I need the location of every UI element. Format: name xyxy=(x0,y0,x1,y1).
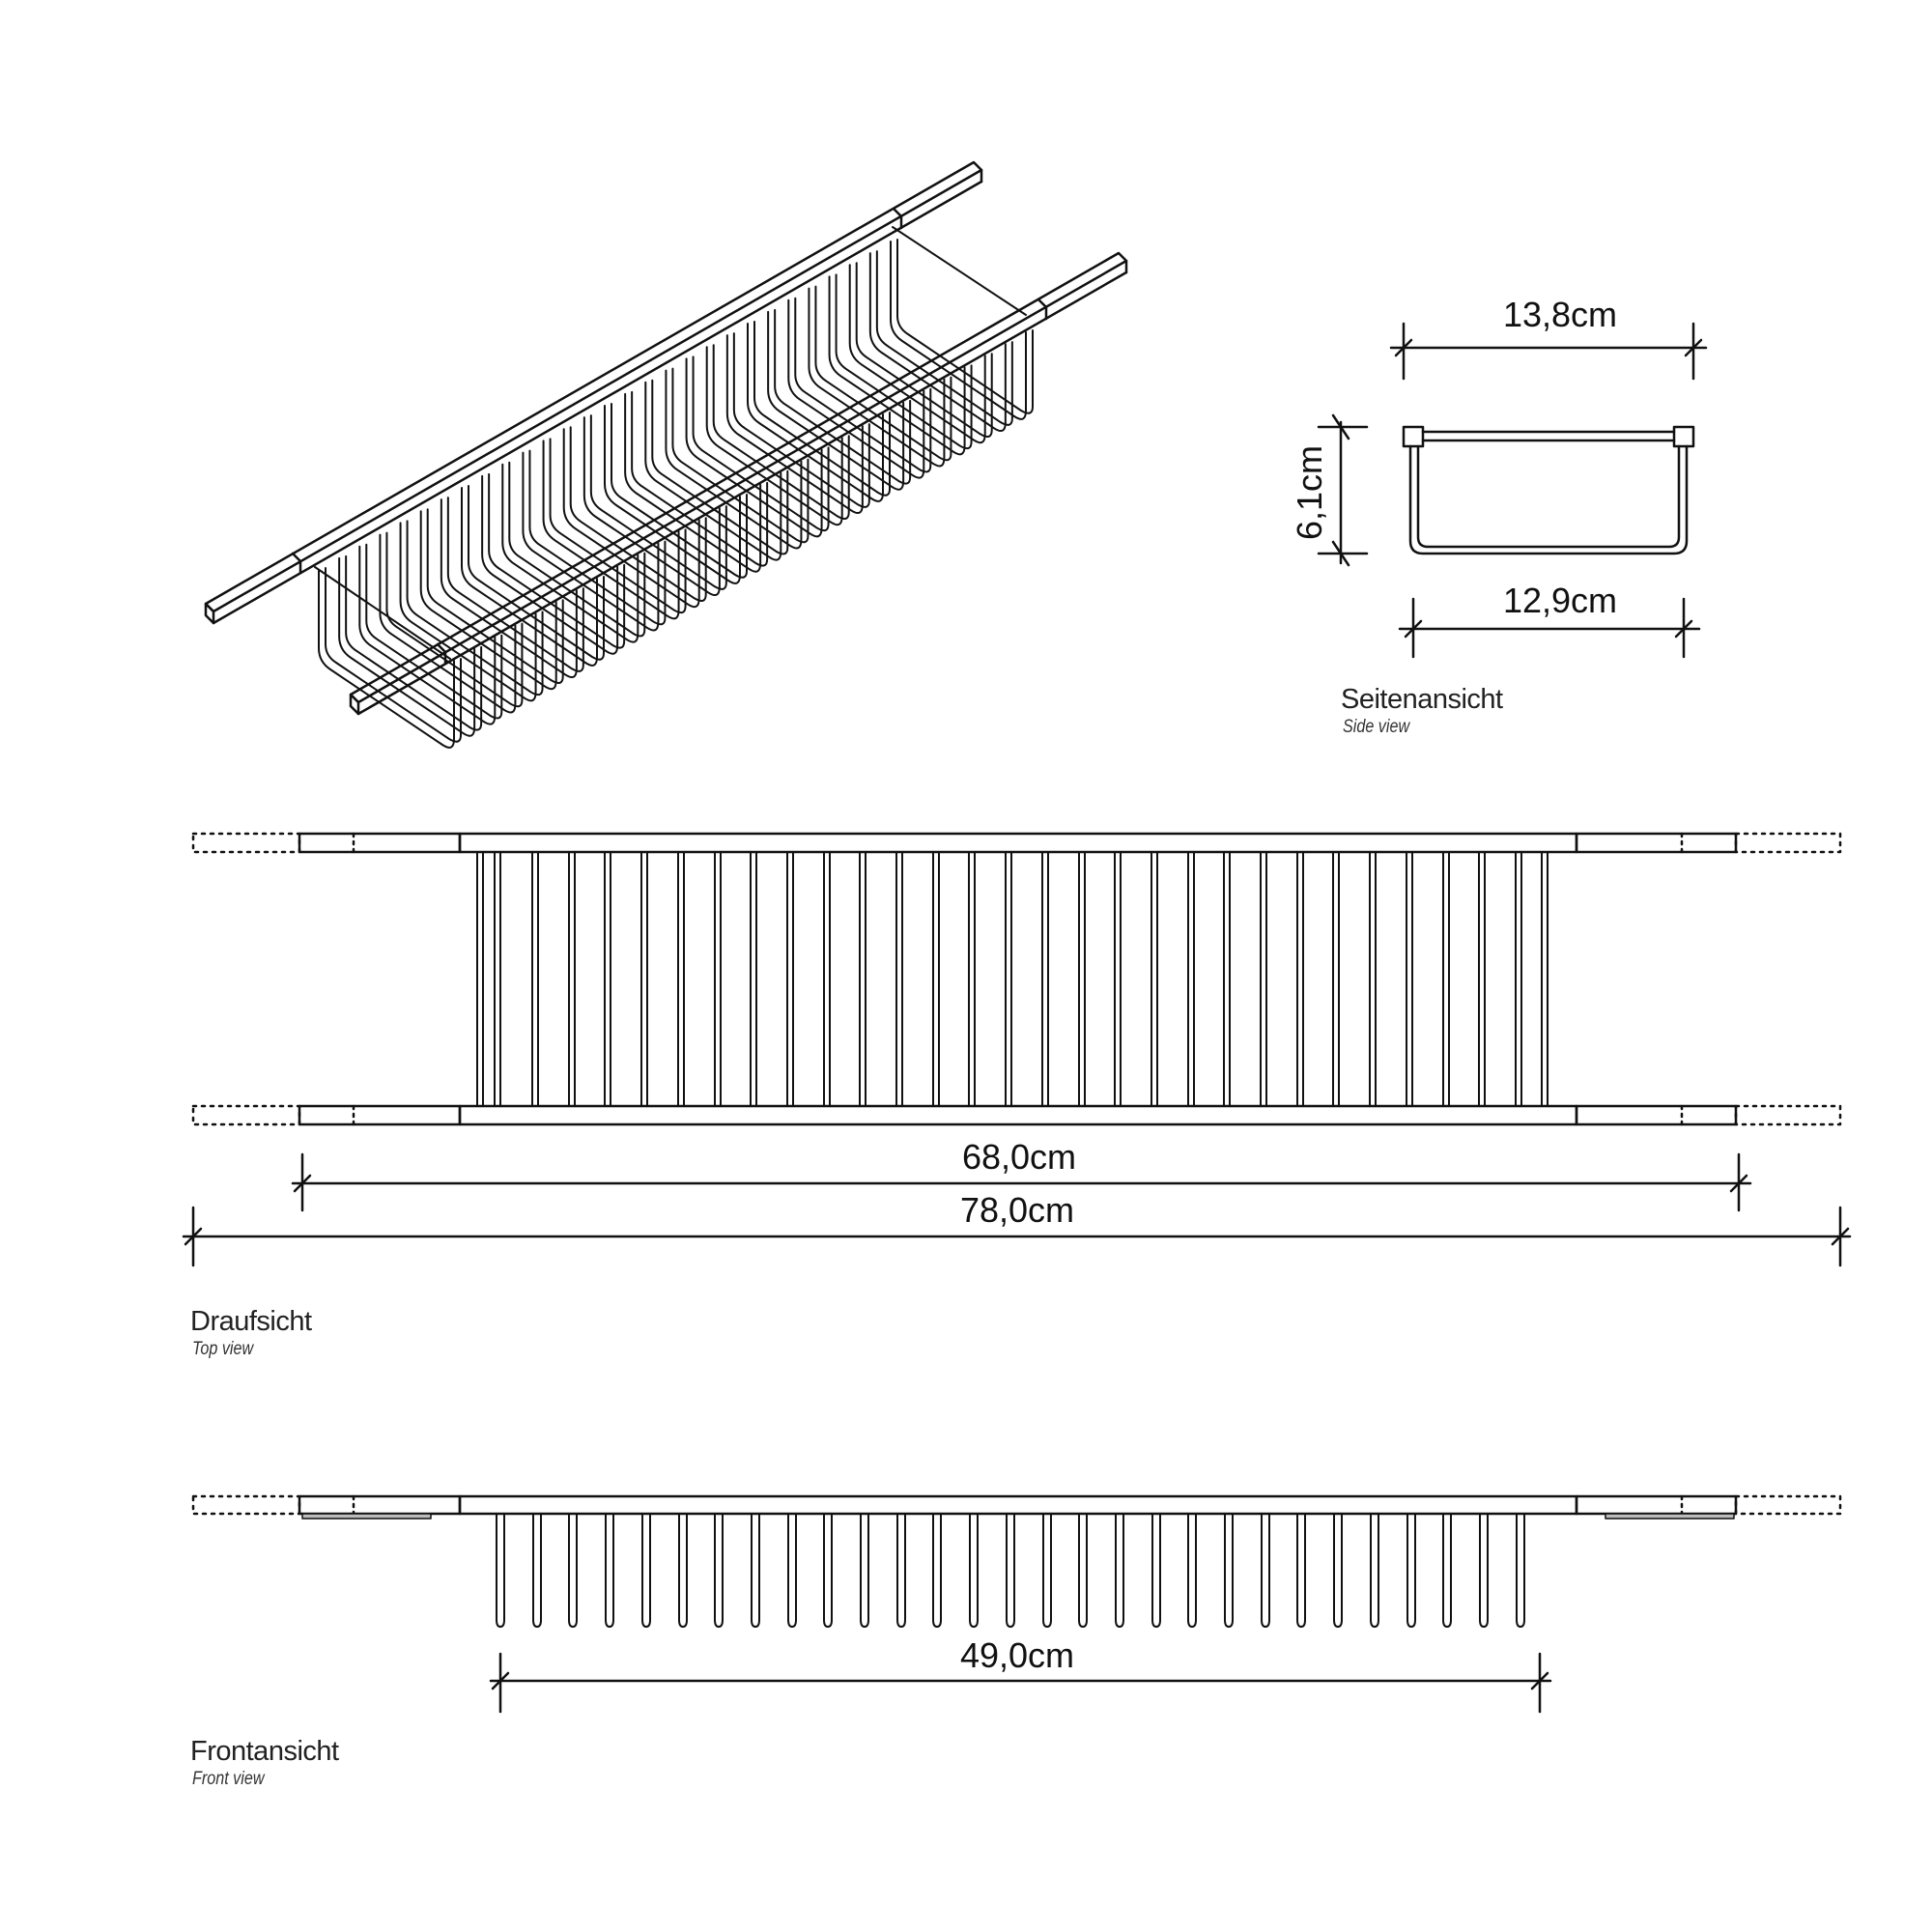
dim-label-top-total-length: 78,0cm xyxy=(960,1190,1074,1230)
dim-label-side-top-width: 13,8cm xyxy=(1503,295,1617,334)
side-view-subtitle: Side view xyxy=(1343,717,1410,737)
front-view-wires xyxy=(496,1513,1525,1628)
front-view-subtitle: Front view xyxy=(192,1769,265,1789)
iso-back-rail xyxy=(204,160,983,625)
dim-label-top-inner-length: 68,0cm xyxy=(962,1137,1076,1177)
iso-basket-wires xyxy=(318,239,1034,749)
top-view xyxy=(182,832,1852,1267)
isometric-view xyxy=(204,160,1128,749)
front-view xyxy=(191,1494,1842,1714)
dim-label-side-bottom-width: 12,9cm xyxy=(1503,581,1617,620)
side-view-title: Seitenansicht xyxy=(1341,684,1503,715)
front-view-title: Frontansicht xyxy=(190,1736,339,1767)
dim-label-side-height: 6,1cm xyxy=(1290,445,1329,540)
top-view-slats xyxy=(476,851,1548,1107)
top-view-subtitle: Top view xyxy=(192,1339,254,1359)
iso-front-rail xyxy=(349,251,1128,716)
dim-label-front-basket-length: 49,0cm xyxy=(960,1635,1074,1675)
top-view-title: Draufsicht xyxy=(190,1306,312,1337)
side-view xyxy=(1317,322,1708,659)
